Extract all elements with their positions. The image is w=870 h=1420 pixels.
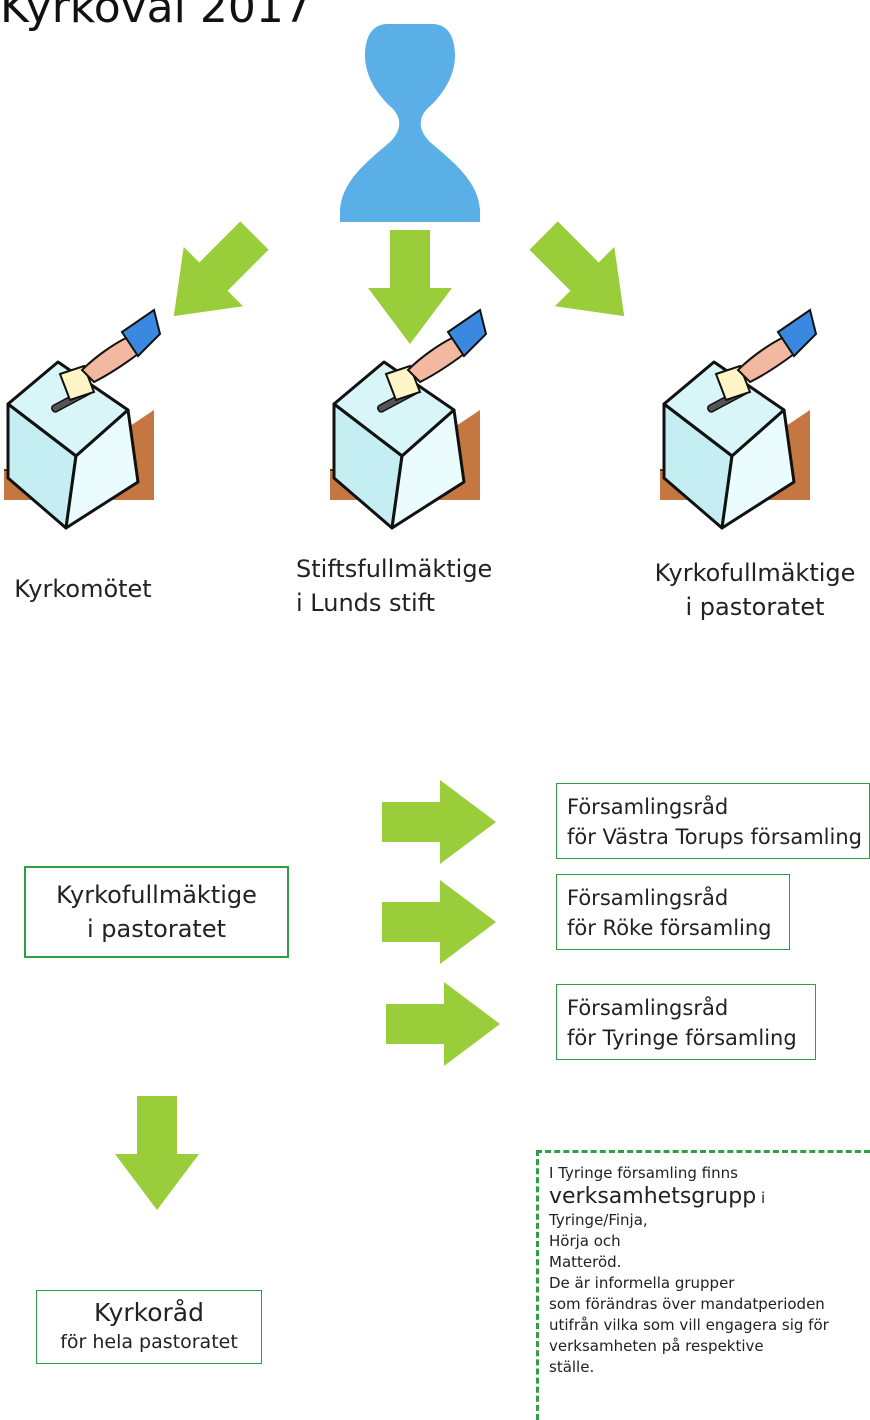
council-line1: Kyrkofullmäktige [56,881,257,909]
note-highlight: verksamhetsgrupp [549,1184,757,1209]
ballot-box-icon-3 [658,308,818,530]
note-line: som förändras över mandatperioden [549,1295,825,1313]
parish-council-line2: för Västra Torups församling [567,825,862,849]
note-line: utifrån vilka som vill engagera sig för [549,1316,829,1334]
parish-council-box: Församlingsråd för Västra Torups församl… [556,783,870,859]
arrow-right-down-icon [513,205,654,346]
kyrkorad-line2: för hela pastoratet [60,1331,238,1353]
parish-council-line1: Församlingsråd [567,886,729,910]
council-line2: i pastoratet [87,915,226,943]
arrow-right-icon-3 [386,982,500,1066]
note-line: Hörja och [549,1232,621,1250]
target-label-line1: Kyrkofullmäktige [654,559,856,587]
note-line: Matteröd. [549,1253,622,1271]
target-label-line2: i pastoratet [685,593,825,621]
ballot-box-icon-2 [328,308,488,530]
parish-council-box: Församlingsråd för Röke församling [556,874,790,950]
person-icon [340,24,480,222]
arrow-right-icon-2 [382,880,496,964]
target-kyrkofullmaktige: Kyrkofullmäktige i pastoratet [640,556,870,624]
ballot-box-icon-1 [2,308,162,530]
target-kyrkomotet: Kyrkomötet [0,572,166,606]
kyrkorad-line1: Kyrkoråd [94,1298,204,1327]
arrow-down-icon-2 [115,1096,199,1210]
arrow-left-down-icon [144,205,285,346]
target-label-line1: Stiftsfullmäktige [296,555,493,583]
note-line: ställe. [549,1358,595,1376]
arrow-right-icon-1 [382,780,496,864]
parish-council-line1: Församlingsråd [567,996,729,1020]
note-box: I Tyringe församling finns verksamhetsgr… [536,1150,870,1420]
parish-council-line2: för Röke församling [567,916,772,940]
parish-council-line2: för Tyringe församling [567,1026,797,1050]
note-line: De är informella grupper [549,1274,735,1292]
note-line-rest: i [756,1189,766,1207]
kyrkorad-box: Kyrkoråd för hela pastoratet [36,1290,262,1364]
target-stiftsfullmaktige: Stiftsfullmäktige i Lunds stift [296,552,536,620]
note-line: Tyringe/Finja, [549,1211,648,1229]
note-line: verksamhetsgrupp i [549,1184,870,1210]
target-label-line2: i Lunds stift [296,589,436,617]
arrow-down-icon [368,230,452,344]
note-line: verksamheten på respektive [549,1337,764,1355]
parish-council-box: Församlingsråd för Tyringe församling [556,984,816,1060]
council-box: Kyrkofullmäktige i pastoratet [24,866,289,958]
page-title: Kyrkoval 2017 [0,0,312,33]
note-line: I Tyringe församling finns [549,1164,738,1182]
target-label-line1: Kyrkomötet [14,575,152,603]
parish-council-line1: Församlingsråd [567,795,729,819]
